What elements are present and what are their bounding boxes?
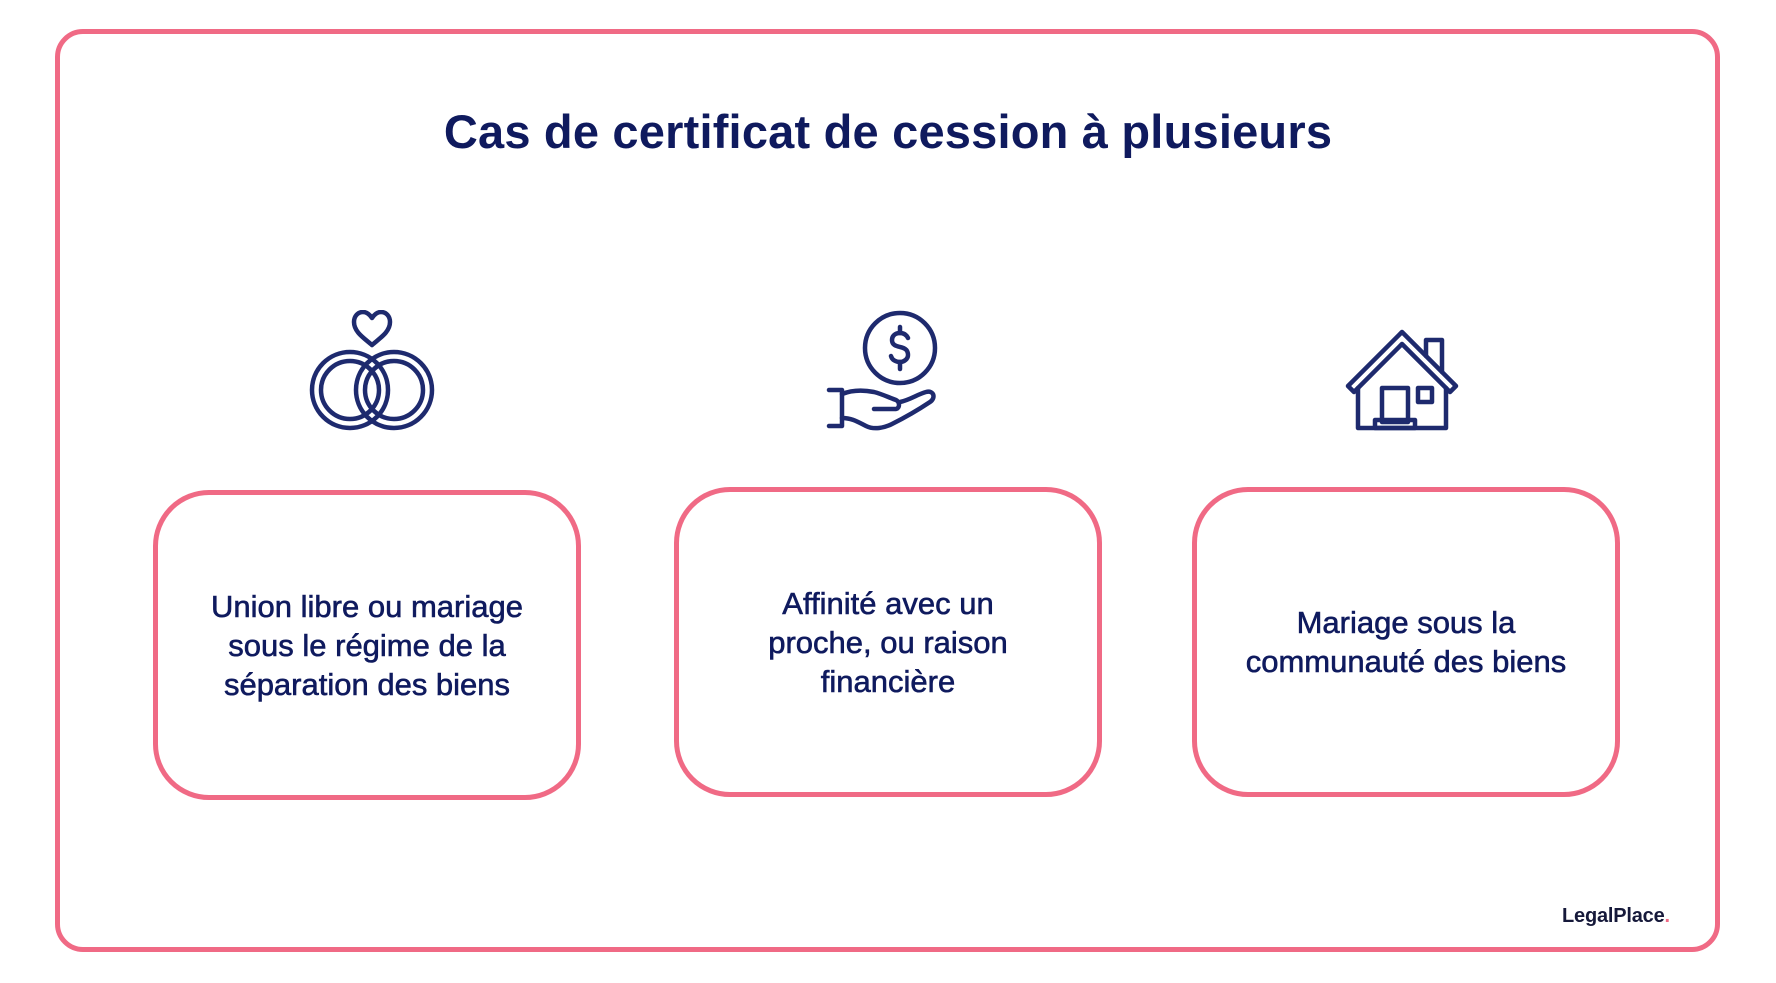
case-card-communaute-des-biens: Mariage sous la communauté des biens xyxy=(1192,487,1620,797)
case-card-affinite-raison-financiere: Affinité avec un proche, ou raison finan… xyxy=(674,487,1102,797)
logo-text: LegalPlace xyxy=(1562,905,1665,927)
page-title: Cas de certificat de cession à plusieurs xyxy=(443,105,1333,158)
case-card-separation-des-biens: Union libre ou mariage sous le régime de… xyxy=(153,490,581,800)
wedding-rings-heart-icon xyxy=(306,310,438,432)
hand-holding-coin-dollar-icon xyxy=(826,310,948,432)
house-icon xyxy=(1344,328,1460,432)
logo-dot: . xyxy=(1664,905,1671,927)
case-card-text: Mariage sous la communauté des biens xyxy=(1245,605,1567,680)
infographic-frame xyxy=(55,29,1720,952)
case-card-text: Union libre ou mariage sous le régime de… xyxy=(211,588,524,702)
case-card-text: Affinité avec un proche, ou raison finan… xyxy=(768,585,1008,699)
legalplace-logo: LegalPlace. xyxy=(1562,905,1670,928)
